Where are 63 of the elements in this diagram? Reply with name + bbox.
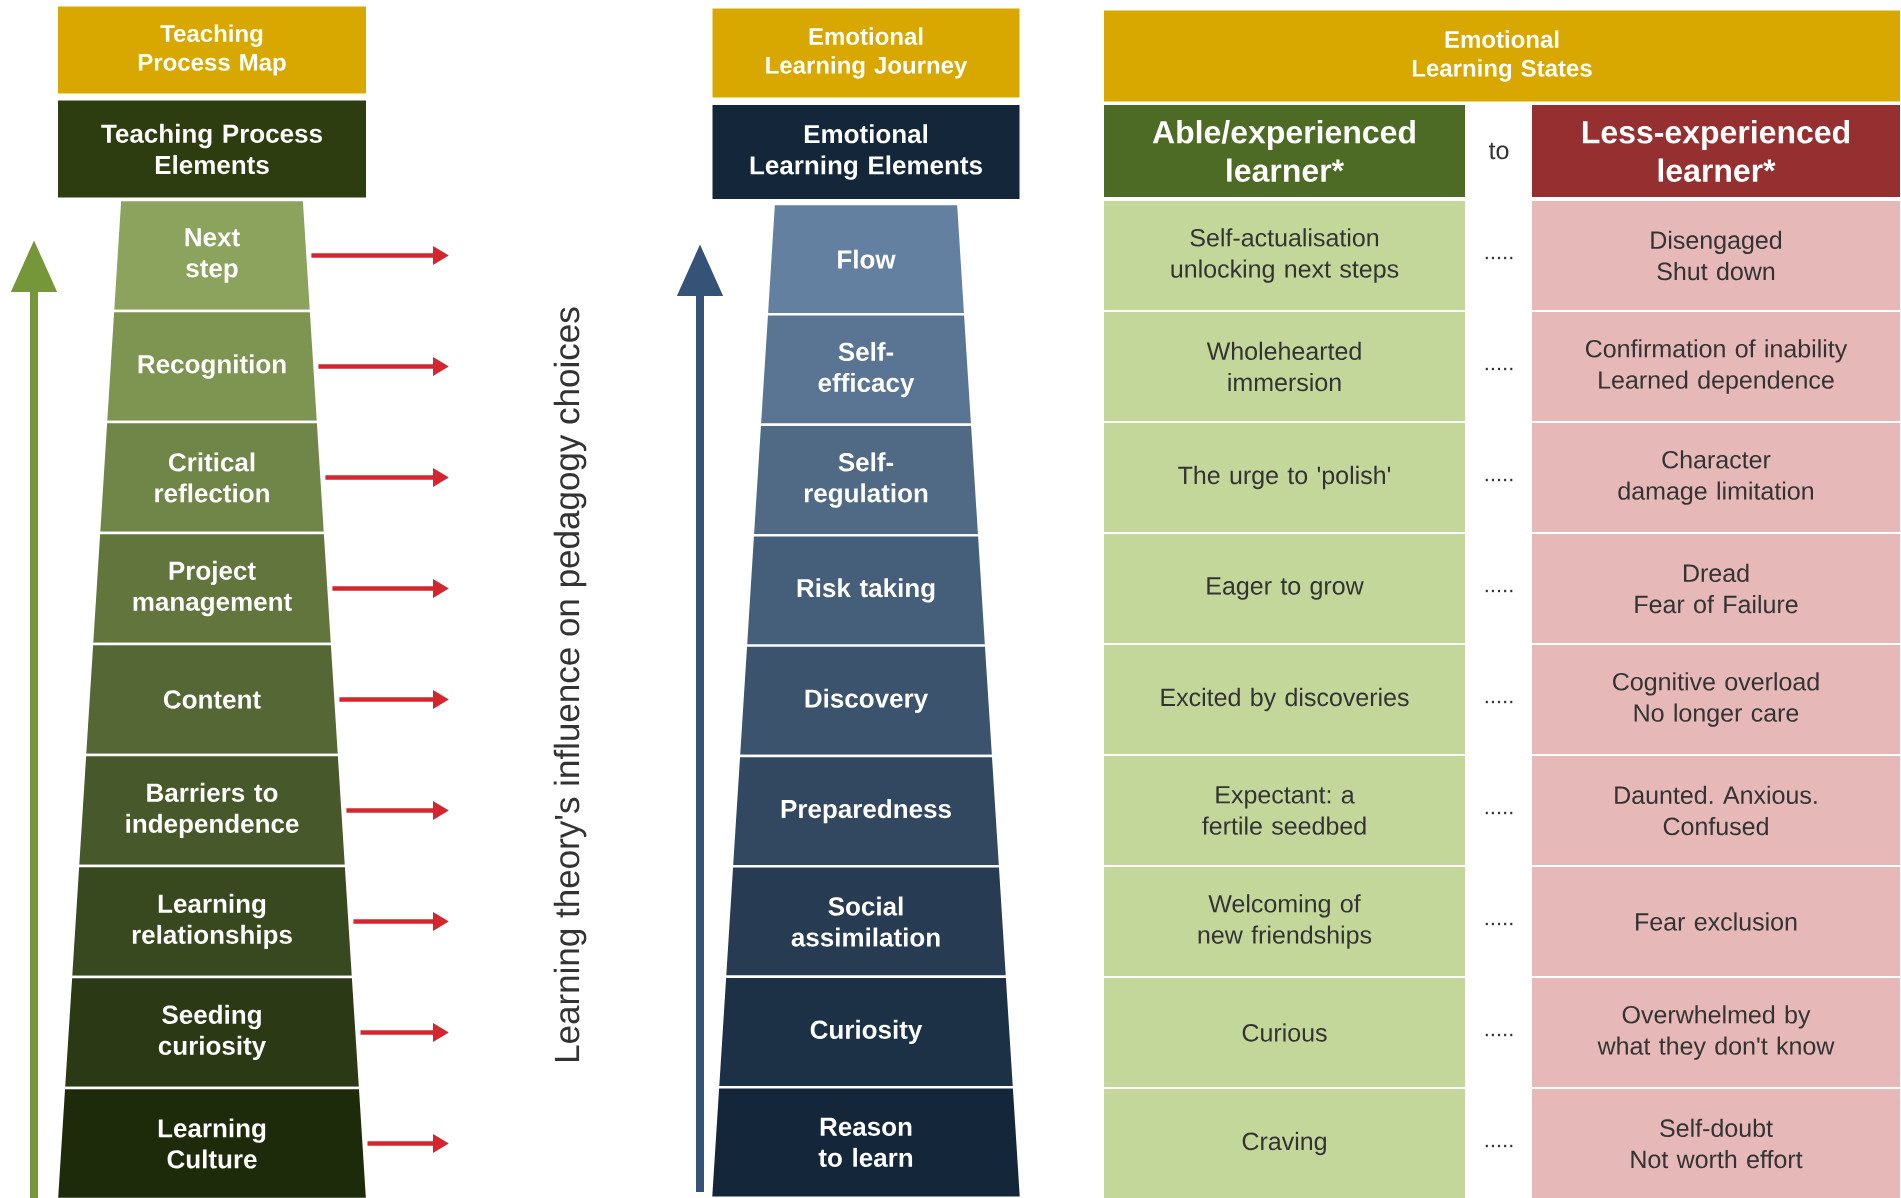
dotted-leader: ..... [1485, 1144, 1513, 1148]
node-label: Disengaged [1651, 230, 1782, 254]
node-label: Dread [1684, 563, 1749, 583]
table-cell: Daunted. Anxious. Confused [1530, 754, 1901, 867]
dotted-leader: ..... [1485, 256, 1513, 260]
pyramid-band: Risk taking [744, 534, 988, 647]
header-box: Less-experienced learner* [1530, 103, 1901, 199]
node-label: Daunted. Anxious. Confused [1615, 785, 1817, 836]
pyramid-band: Critical reflection [97, 420, 327, 535]
table-cell: Disengaged Shut down [1530, 199, 1901, 312]
pyramid-band: Next step [111, 198, 313, 313]
table-cell: Character damage limitation [1530, 421, 1901, 534]
node-label: Character damage limitation [1618, 450, 1813, 505]
table-cell: Cognitive overload No longer care [1530, 643, 1901, 756]
dotted-leader: ..... [1485, 1033, 1513, 1037]
pyramid-band: Discovery [737, 644, 995, 758]
dotted-leader: ..... [1485, 589, 1513, 593]
header-box: Emotional Learning Journey [710, 6, 1022, 100]
dotted-leader: ..... [1485, 367, 1513, 371]
pyramid-band: Seeding curiosity [62, 975, 362, 1090]
pyramid-band: Social assimilation [723, 865, 1009, 978]
table-cell: Welcoming of new friendships [1102, 865, 1467, 978]
table-cell: Overwhelmed by what they don't know [1530, 976, 1901, 1089]
dotted-leader: ..... [1485, 478, 1513, 482]
pyramid-band: Self-regulation [751, 423, 981, 537]
pyramid-band: Learning Culture [55, 1086, 369, 1198]
dotted-leader: ..... [1485, 700, 1513, 704]
pyramid-band: Barriers to independence [76, 753, 348, 868]
node-label: Craving [1242, 1131, 1326, 1156]
dotted-leader: ..... [1485, 811, 1513, 815]
node-label: Fear of Failure [1635, 594, 1798, 614]
header-box: Emotional Learning Elements [710, 103, 1022, 201]
table-cell: Curious [1102, 976, 1467, 1089]
table-cell: Craving [1102, 1087, 1467, 1198]
header-box: Able/experienced learner* [1102, 103, 1467, 199]
dotted-leader: ..... [1485, 922, 1513, 926]
node-label: Fear exclusion [1636, 912, 1797, 931]
header-box: Emotional Learning States [1102, 8, 1901, 104]
pyramid-band: Project management [90, 531, 334, 646]
side-caption: Learning theory's influence on pedagogy choices [553, 307, 587, 1061]
table-cell: Expectant: a fertile seedbed [1102, 754, 1467, 867]
pyramid-band: Reason to learn [709, 1086, 1023, 1198]
pyramid-band: Flow [765, 202, 967, 316]
table-cell: Wholehearted immersion [1102, 310, 1467, 423]
pyramid-band: Self-efficacy [758, 313, 974, 426]
pyramid-band: Content [83, 642, 341, 757]
table-cell: Self-doubt Not worth effort [1530, 1087, 1901, 1198]
pyramid-band: Preparedness [730, 754, 1002, 868]
table-cell: Confirmation of inability Learned dependence [1530, 310, 1901, 423]
connector-word: to [1488, 142, 1509, 160]
table-cell: Dread Fear of Failure [1530, 532, 1901, 645]
header-box: Teaching Process Elements [56, 98, 368, 200]
pyramid-band: Recognition [104, 309, 320, 424]
table-cell: Excited by discoveries [1102, 643, 1467, 756]
pyramid-band: Learning relationships [69, 864, 355, 979]
node-label: Shut down [1657, 261, 1775, 281]
node-label: Overwhelmed by what they don't know [1597, 1005, 1835, 1060]
table-cell: Eager to grow [1102, 532, 1467, 645]
table-cell: Fear exclusion [1530, 865, 1901, 978]
table-cell: The urge to 'polish' [1102, 421, 1467, 534]
table-cell: Self-actualisation unlocking next steps [1102, 199, 1467, 312]
header-box: Teaching Process Map [56, 4, 368, 96]
pyramid-band: Curiosity [716, 975, 1016, 1089]
